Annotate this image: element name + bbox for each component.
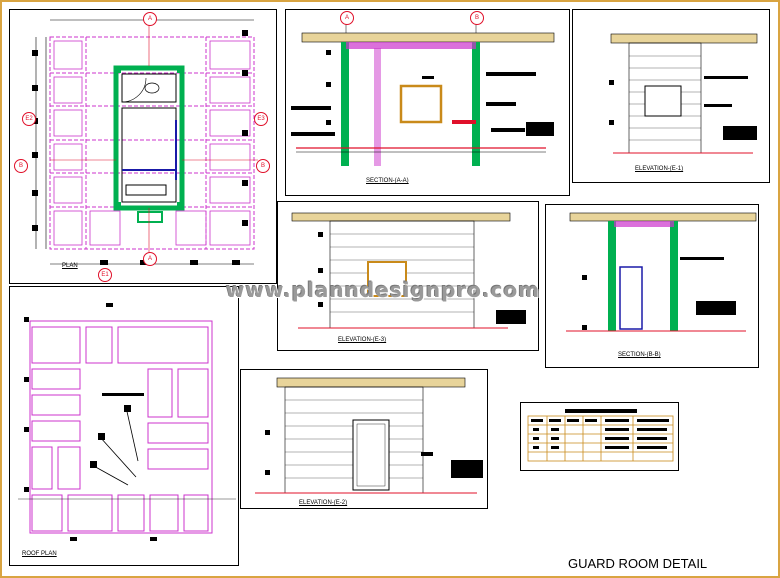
section-aa-view: A B SECTION-(A-A): [285, 9, 570, 196]
elevation-e2-view: ELEVATION-(E-2): [240, 369, 488, 509]
roof-plan-label: ROOF PLAN: [22, 551, 57, 557]
schedule-table: [527, 409, 674, 462]
grid-mark-b-right: B: [470, 11, 484, 25]
section-bb-drawing: [566, 212, 757, 332]
section-bb-view: SECTION-(B-B): [545, 204, 759, 368]
roof-plan-view: ROOF PLAN: [9, 286, 239, 566]
elevation-e3-view: ELEVATION-(E-3): [277, 201, 539, 351]
plan-drawing: [32, 19, 258, 265]
elevation-e1-drawing: [609, 33, 758, 154]
section-mark-b-left: B: [14, 159, 28, 173]
section-aa-label: SECTION-(A-A): [366, 178, 409, 184]
elevation-e2-label: ELEVATION-(E-2): [299, 500, 348, 506]
elevation-e3-label: ELEVATION-(E-3): [338, 337, 387, 343]
schedule-table-panel: [520, 402, 679, 471]
elevation-mark-e3: E3: [254, 112, 268, 126]
section-mark-a-bottom: A: [143, 252, 157, 266]
plan-label: PLAN: [62, 263, 78, 269]
watermark: www.planndesignpro.com: [226, 278, 541, 302]
plan-view: A A B B E2 E3 E1 PLAN: [9, 9, 277, 284]
elevation-e1-label: ELEVATION-(E-1): [635, 166, 684, 172]
section-bb-label: SECTION-(B-B): [618, 352, 661, 358]
elevation-e3-drawing: [291, 212, 526, 329]
roof-plan-drawing: [18, 303, 236, 541]
section-mark-a-top: A: [143, 12, 157, 26]
grid-mark-a-left: A: [340, 11, 354, 25]
elevation-mark-e1: E1: [98, 268, 112, 282]
section-mark-b-right: B: [256, 159, 270, 173]
elevation-e1-view: ELEVATION-(E-1): [572, 9, 770, 183]
section-aa-drawing: [291, 22, 555, 166]
elevation-mark-e2: E2: [22, 112, 36, 126]
elevation-e2-drawing: [255, 377, 483, 494]
sheet-title: GUARD ROOM DETAIL: [568, 556, 708, 571]
